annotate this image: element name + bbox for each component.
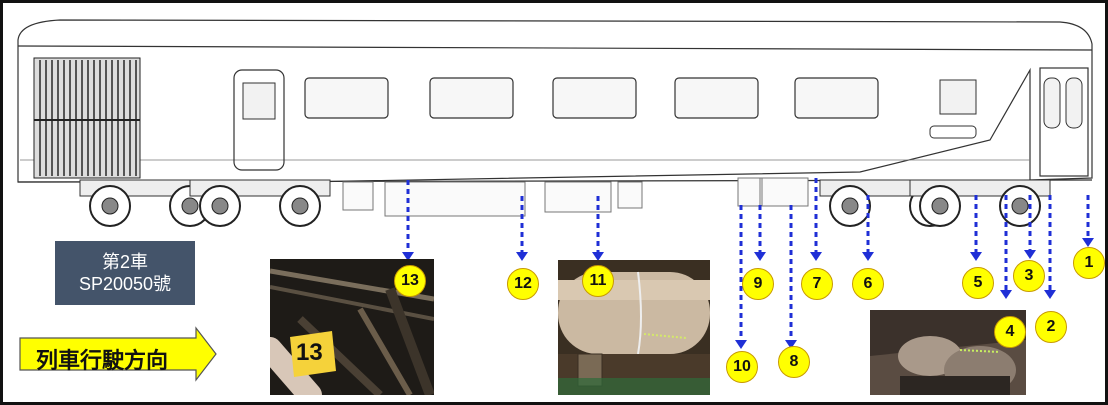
marker-9: 9 <box>742 268 774 300</box>
marker-7: 7 <box>801 268 833 300</box>
marker-8: 8 <box>778 346 810 378</box>
location-arrow-head <box>785 340 797 349</box>
marker-13: 13 <box>394 265 426 297</box>
bogies <box>79 179 1051 227</box>
wheel-hub <box>181 197 199 215</box>
car-window-5 <box>794 77 879 119</box>
small-window <box>939 79 977 115</box>
left-door <box>233 69 285 171</box>
left-door-window <box>242 82 276 120</box>
wheel-hub <box>931 197 949 215</box>
equipment-box <box>737 177 809 207</box>
marker-12: 12 <box>507 268 539 300</box>
car-window-3 <box>552 77 637 119</box>
marker-2: 2 <box>1035 311 1067 343</box>
photo-13-card-text: 13 <box>296 339 323 366</box>
equipment-box <box>544 181 612 213</box>
equipment-box <box>617 181 643 209</box>
location-arrow-head <box>592 252 604 261</box>
marker-1: 1 <box>1073 247 1105 279</box>
location-arrow-head <box>970 252 982 261</box>
location-arrow-head <box>1044 290 1056 299</box>
vent-panel <box>929 125 977 139</box>
wheel-hub <box>291 197 309 215</box>
wheel-hub <box>101 197 119 215</box>
bogie <box>909 179 1051 227</box>
equipment-box <box>342 181 374 211</box>
right-door-window-a <box>1043 77 1061 129</box>
direction-arrow <box>19 326 217 382</box>
equipment-box <box>759 177 763 207</box>
location-arrow-head <box>516 252 528 261</box>
marker-3: 3 <box>1013 260 1045 292</box>
car-windows <box>304 77 879 119</box>
car-number-line1: 第2車 <box>101 252 148 272</box>
wheel-hub <box>211 197 229 215</box>
marker-5: 5 <box>962 267 994 299</box>
car-window-4 <box>674 77 759 119</box>
location-arrow-head <box>1082 238 1094 247</box>
location-arrow-head <box>402 252 414 261</box>
location-arrow-head <box>862 252 874 261</box>
location-arrows <box>402 178 1094 349</box>
right-door <box>1039 67 1089 177</box>
direction-label: 列車行駛方向 <box>36 349 169 374</box>
underframe-equipment <box>342 177 809 217</box>
car-window-1 <box>304 77 389 119</box>
car-number-line2: SP20050號 <box>78 274 172 294</box>
location-arrow-head <box>735 340 747 349</box>
car-window-2 <box>429 77 514 119</box>
bogie <box>189 179 331 227</box>
car-label: 第2車 SP20050號 <box>55 241 195 305</box>
marker-4: 4 <box>994 316 1026 348</box>
location-arrow-head <box>1000 290 1012 299</box>
right-door-window-b <box>1065 77 1083 129</box>
marker-10: 10 <box>726 351 758 383</box>
location-arrow-head <box>810 252 822 261</box>
location-arrow-head <box>1024 250 1036 259</box>
grille-lines <box>34 60 140 176</box>
photo-location-11 <box>558 260 710 395</box>
marker-6: 6 <box>852 268 884 300</box>
wheel-hub <box>841 197 859 215</box>
wheel-hub <box>1011 197 1029 215</box>
marker-11: 11 <box>582 265 614 297</box>
location-arrow-head <box>754 252 766 261</box>
equipment-box <box>384 181 526 217</box>
photo-11-image <box>558 260 710 395</box>
